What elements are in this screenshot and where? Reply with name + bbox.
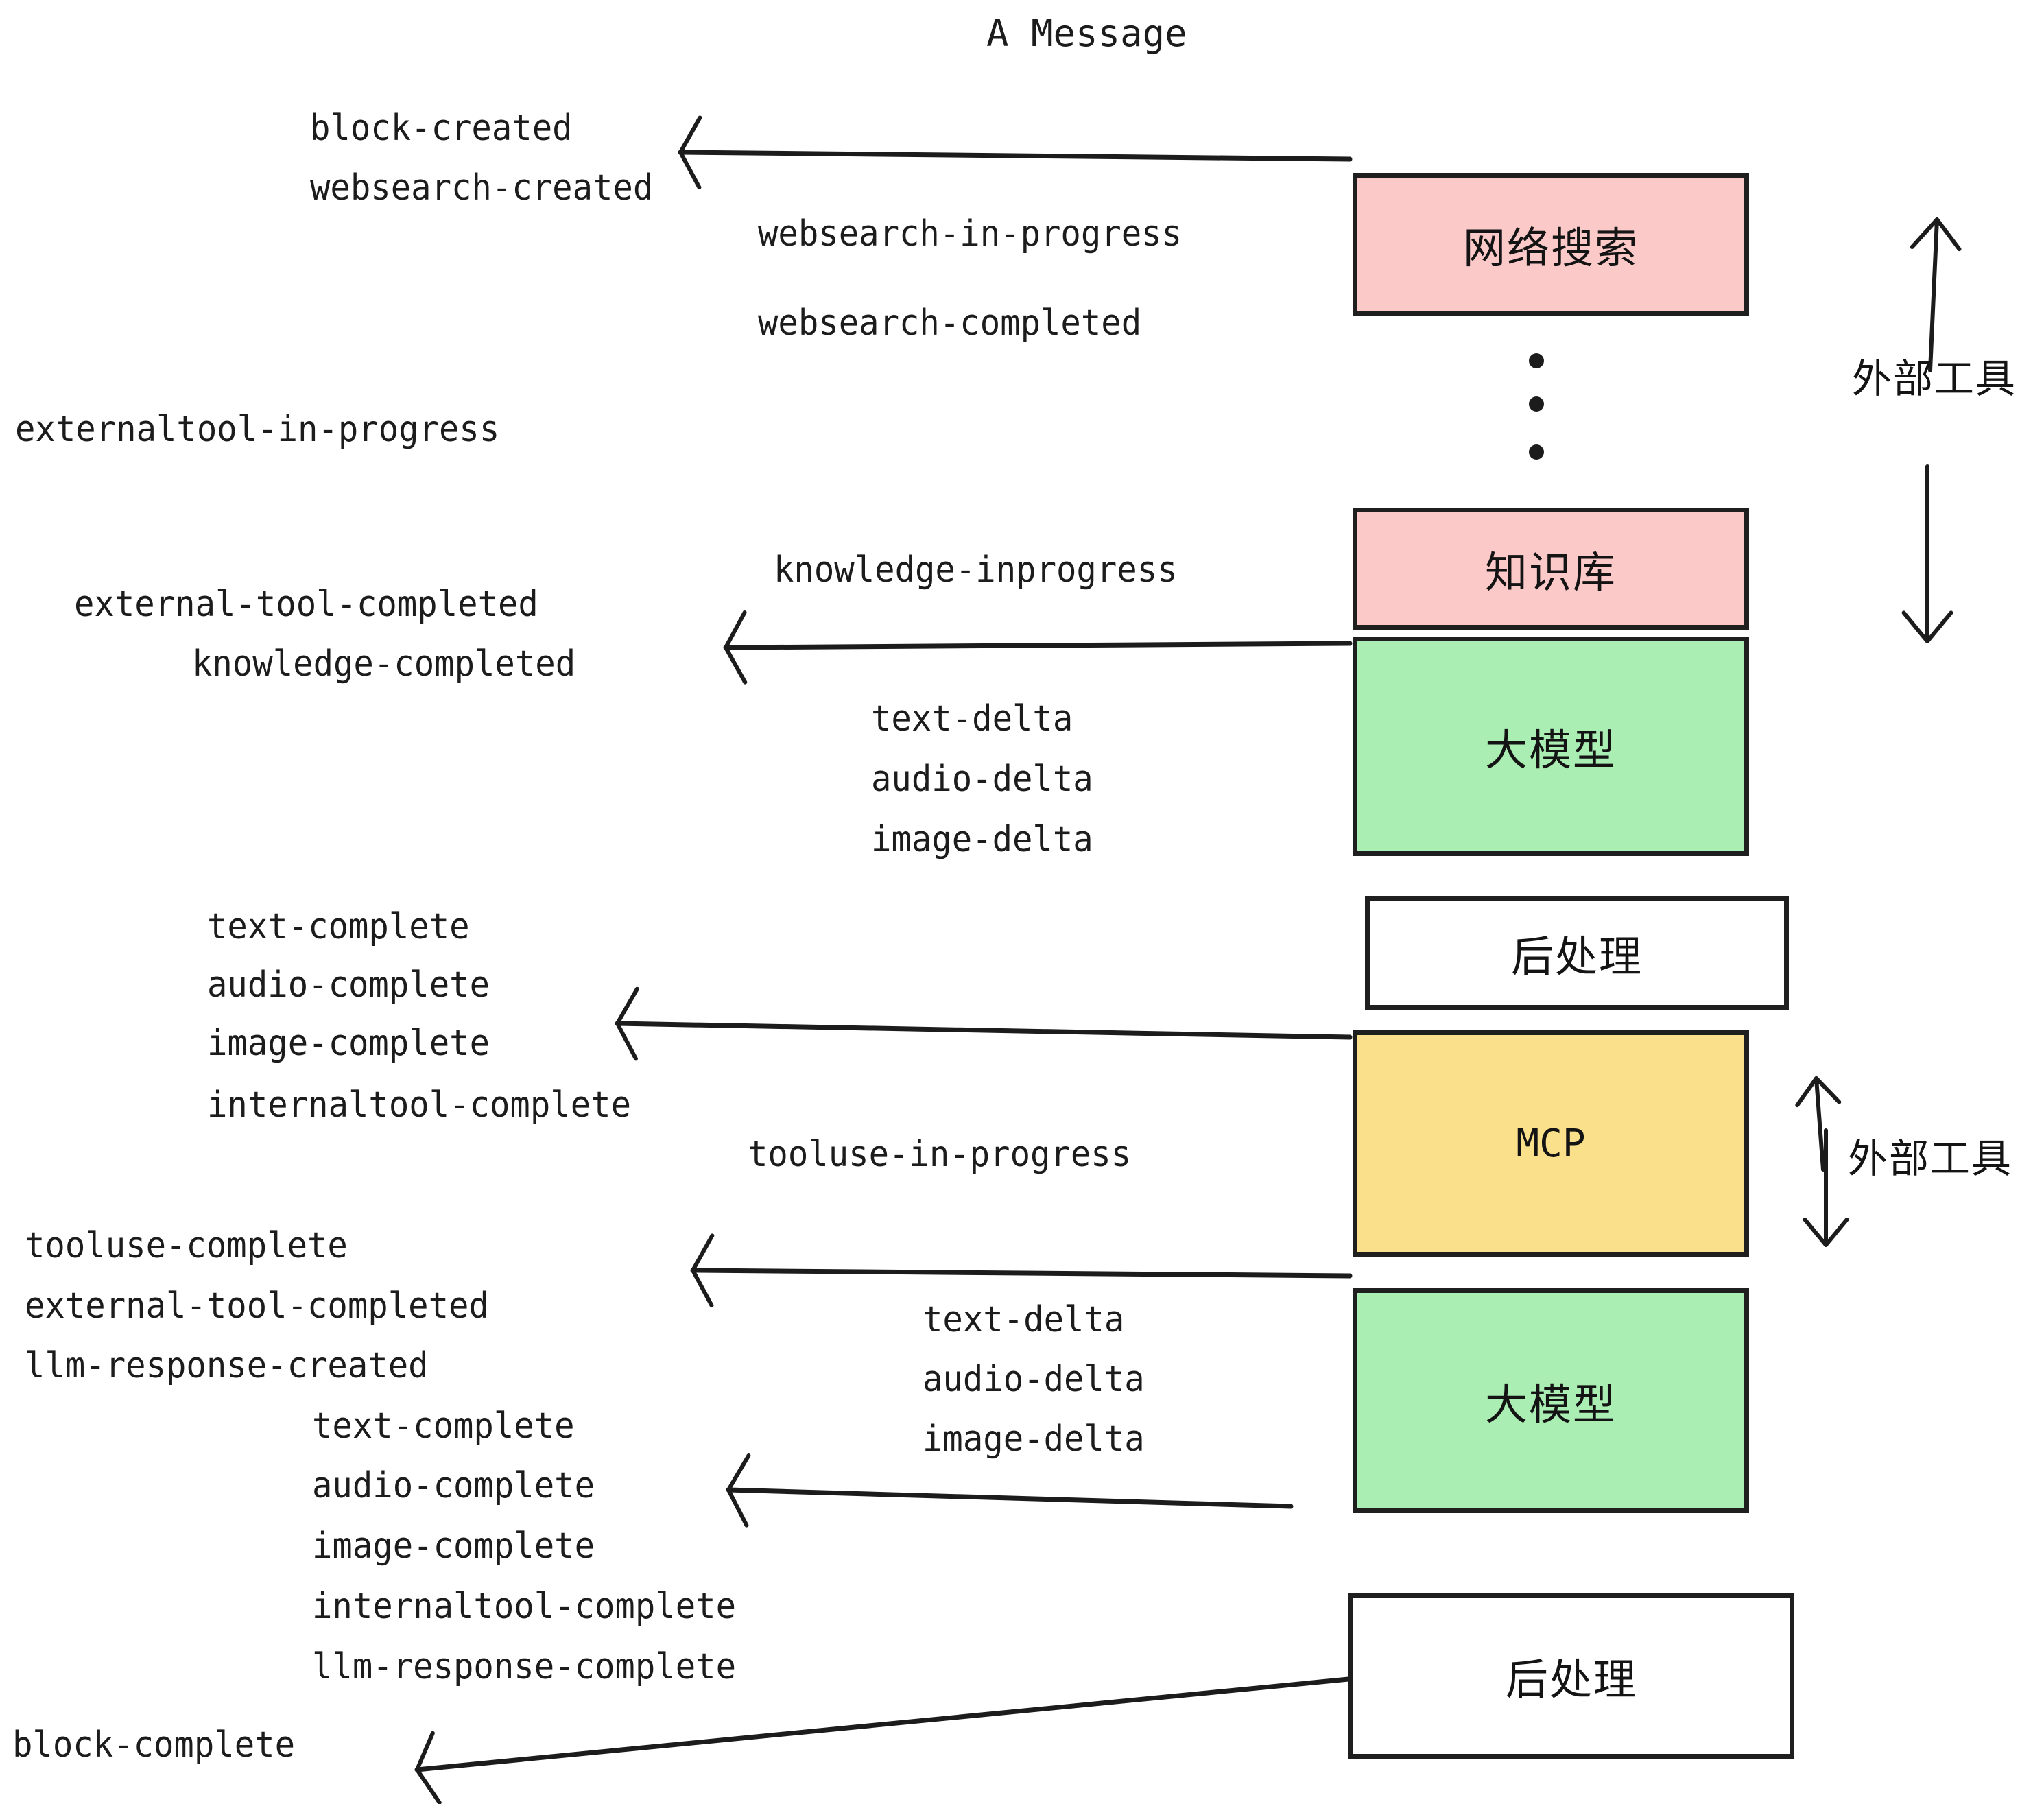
event-label-text-delta-2: text-delta [923, 1299, 1125, 1340]
event-label-image-delta-1: image-delta [871, 819, 1093, 860]
event-label-llm-response-complete: llm-response-complete [312, 1646, 737, 1687]
arrow-knowledge-completed-head [724, 610, 748, 685]
event-label-websearch-created: websearch-created [310, 167, 654, 209]
external-tool-bottom-up-head [1795, 1076, 1842, 1108]
node-knowledge: 知识库 [1353, 508, 1749, 630]
ellipsis-dot [1529, 353, 1544, 368]
event-label-text-delta-1: text-delta [871, 698, 1073, 739]
external-tool-top-up-head [1910, 217, 1962, 252]
event-label-websearch-completed: websearch-completed [758, 302, 1142, 344]
event-label-block-complete: block-complete [12, 1724, 295, 1766]
external-tool-top-down-head [1901, 610, 1953, 643]
side-label-external-tool-bottom: 外部工具 [1848, 1135, 2013, 1182]
arrow-block-complete-head [415, 1731, 442, 1804]
node-llm2: 大模型 [1353, 1288, 1749, 1513]
event-label-internaltool-complete-1: internaltool-complete [207, 1084, 632, 1126]
event-label-audio-delta-1: audio-delta [871, 759, 1093, 800]
side-label-external-tool-top: 外部工具 [1852, 355, 2017, 402]
arrow-audio-complete-line [726, 1487, 1294, 1509]
event-label-externaltool-in-progress: externaltool-in-progress [15, 409, 500, 450]
arrow-block-created-line [678, 150, 1353, 162]
ellipsis-dot [1529, 444, 1544, 460]
arrow-image-complete-head [615, 986, 639, 1061]
event-label-block-created: block-created [310, 108, 573, 149]
arrow-block-created-head [678, 115, 702, 190]
node-postproc2: 后处理 [1348, 1593, 1794, 1759]
page-title: A Message [986, 12, 1187, 55]
node-llm1: 大模型 [1353, 637, 1749, 856]
node-postproc1: 后处理 [1365, 896, 1789, 1010]
ellipsis-dot [1529, 396, 1544, 412]
event-label-knowledge-completed: knowledge-completed [192, 643, 576, 685]
arrow-image-complete-line [615, 1021, 1353, 1040]
event-label-llm-response-created: llm-response-created [25, 1345, 429, 1386]
arrow-audio-complete-head [726, 1453, 751, 1528]
arrow-tooluse-complete-line [690, 1268, 1353, 1279]
event-label-websearch-in-progress: websearch-in-progress [758, 213, 1183, 254]
event-label-image-complete-2: image-complete [312, 1526, 595, 1567]
arrow-tooluse-complete-head [691, 1233, 715, 1308]
event-label-knowledge-inprogress: knowledge-inprogress [774, 549, 1178, 591]
arrow-block-complete-line [414, 1676, 1351, 1772]
event-label-text-complete-1: text-complete [207, 906, 470, 947]
event-label-audio-complete-2: audio-complete [312, 1465, 595, 1506]
event-label-internaltool-complete-2: internaltool-complete [312, 1586, 737, 1627]
event-label-external-tool-completed-2: external-tool-completed [25, 1285, 489, 1327]
event-label-text-complete-2: text-complete [312, 1405, 575, 1447]
arrow-knowledge-completed-line [723, 641, 1353, 650]
event-label-tooluse-in-progress: tooluse-in-progress [748, 1134, 1132, 1175]
external-tool-bottom-up-line [1814, 1076, 1825, 1172]
event-label-audio-complete-1: audio-complete [207, 964, 490, 1006]
node-mcp: MCP [1353, 1030, 1749, 1257]
node-websearch: 网络搜索 [1353, 173, 1749, 316]
event-label-image-complete-1: image-complete [207, 1023, 490, 1064]
external-tool-bottom-down-head [1803, 1218, 1849, 1247]
event-label-tooluse-complete: tooluse-complete [25, 1225, 348, 1266]
event-label-external-tool-completed-1: external-tool-completed [74, 584, 538, 625]
event-label-audio-delta-2: audio-delta [923, 1359, 1145, 1400]
event-label-image-delta-2: image-delta [923, 1419, 1145, 1460]
